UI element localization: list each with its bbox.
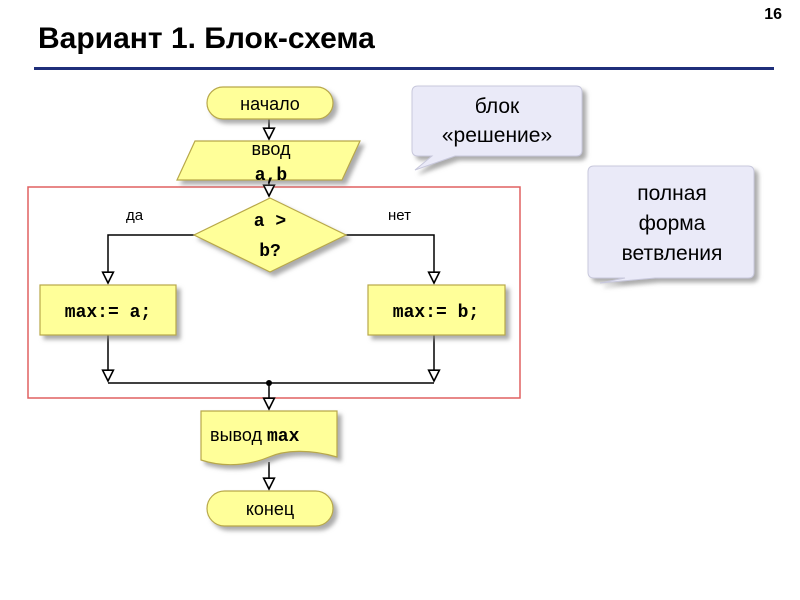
title-divider [34, 67, 774, 70]
end-label: конец [246, 499, 294, 519]
no-label: нет [388, 207, 411, 224]
input-label-line1: ввод [251, 139, 291, 159]
condition-line2: b? [259, 242, 281, 262]
start-label: начало [240, 94, 300, 114]
page-number: 16 [764, 6, 782, 23]
slide-title: Вариант 1. Блок-схема [38, 22, 375, 55]
callout-decision [411, 85, 583, 171]
decision-block [192, 197, 348, 273]
yes-label: да [126, 207, 144, 224]
callout-decision-line1: блок [475, 95, 520, 118]
merge-point [266, 380, 272, 386]
callout-full-form [587, 165, 755, 284]
input-label-line2: a,b [255, 166, 287, 186]
input-block [176, 140, 361, 181]
callout-decision-line2: «решение» [442, 124, 552, 147]
callout-full-line1: полная [637, 182, 707, 205]
yes-action-label: max:= a; [65, 303, 151, 323]
condition-line1: a > [254, 212, 286, 232]
callout-full-line3: ветвления [622, 242, 723, 265]
no-action-block [367, 284, 506, 336]
end-block [206, 490, 334, 527]
yes-action-block [39, 284, 177, 336]
callout-full-line2: форма [639, 212, 706, 235]
output-block [200, 410, 338, 466]
output-label: вывод max [210, 425, 300, 447]
no-action-label: max:= b; [393, 303, 479, 323]
start-block [206, 86, 334, 120]
